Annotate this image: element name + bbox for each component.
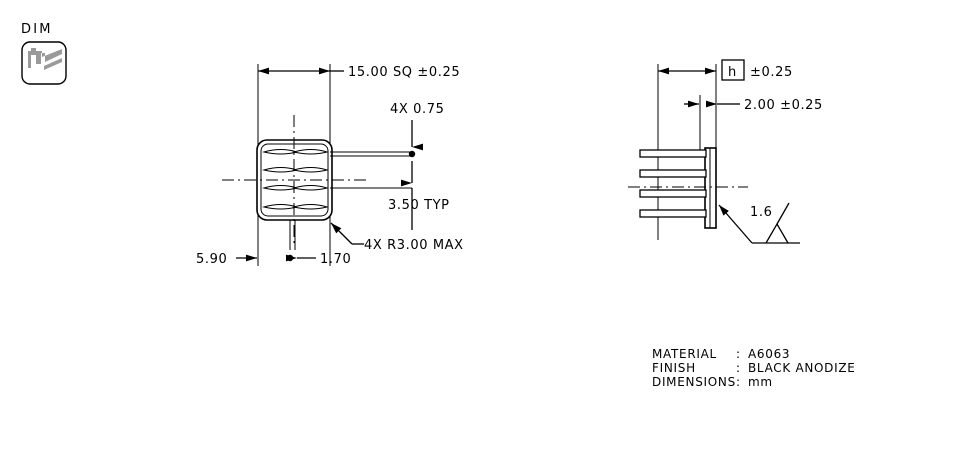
- note-value-finish: BLACK ANODIZE: [748, 361, 856, 375]
- fin-array: [262, 149, 329, 210]
- note-sep-dimensions: :: [736, 375, 741, 389]
- fin-r2-c2: [292, 167, 329, 173]
- fin-r1-c2: [292, 149, 329, 155]
- side-fin-1: [639, 149, 707, 158]
- note-value-dimensions: mm: [748, 375, 773, 389]
- note-label-dimensions: DIMENSIONS: [652, 375, 736, 389]
- dim-label-corner-radius: 4X R3.00 MAX: [364, 238, 464, 253]
- note-sep-material: :: [736, 347, 741, 361]
- dim-label-fin-thickness: 4X 0.75: [390, 102, 444, 117]
- note-label-material: MATERIAL: [652, 347, 717, 361]
- dim-label-base-thickness: 2.00 ±0.25: [744, 98, 823, 113]
- dim-box-overall-height: [721, 59, 745, 81]
- surface-roughness-triangle-icon: [765, 222, 789, 244]
- dim-label-edge-offset: 5.90: [196, 252, 227, 267]
- dim-dot-fin-thickness: [408, 150, 416, 158]
- notes-block: MATERIAL : A6063 FINISH : BLACK ANODIZE …: [652, 347, 856, 389]
- caliper-icon: [28, 48, 62, 70]
- dim-label-overall-height-tolerance: ±0.25: [750, 65, 793, 80]
- side-view: h ±0.25 2.00 ±0.25 1.6: [628, 59, 823, 244]
- side-fin-3: [639, 189, 707, 198]
- dim-label-surface-finish: 1.6: [750, 205, 772, 220]
- dim-dot-tab-width: [286, 254, 294, 262]
- side-fin-2: [639, 169, 707, 178]
- note-value-material: A6063: [748, 347, 790, 361]
- fin-r3-c2: [292, 185, 329, 191]
- leader-corner-radius: [330, 222, 353, 245]
- dim-label-overall-height: h: [728, 65, 737, 80]
- front-view: 15.00 SQ ±0.25: [196, 64, 464, 267]
- dim-badge: DIM: [21, 22, 67, 85]
- dim-badge-label: DIM: [21, 22, 53, 37]
- note-sep-finish: :: [736, 361, 741, 375]
- side-fin-4: [639, 209, 707, 218]
- fin-r4-c2: [292, 204, 329, 210]
- dim-label-overall-width: 15.00 SQ ±0.25: [348, 65, 460, 80]
- dim-label-fin-pitch: 3.50 TYP: [388, 198, 450, 213]
- note-label-finish: FINISH: [652, 361, 696, 375]
- dim-label-tab-width: 1.70: [320, 252, 351, 267]
- leader-surface-finish: [718, 204, 753, 244]
- surface-roughness-leg: [776, 202, 790, 225]
